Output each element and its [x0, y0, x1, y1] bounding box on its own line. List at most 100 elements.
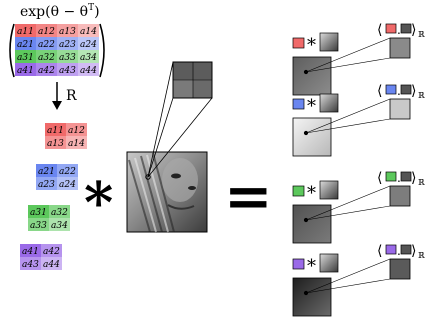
matrix-cell — [78, 63, 99, 76]
kernel-cell — [41, 257, 62, 270]
matrix-entry: a33 — [59, 53, 76, 63]
inner-product-patch — [400, 23, 412, 34]
response-image — [292, 204, 332, 244]
matrix-cell — [36, 37, 57, 50]
connector-line — [305, 57, 391, 73]
face-thumbnail — [319, 253, 339, 273]
inner-product-kernel — [385, 84, 397, 95]
kernel-cell — [49, 218, 70, 231]
bracket-close: ⟩ — [411, 170, 416, 186]
matrix-entry: a11 — [47, 126, 64, 136]
inner-product-kernel — [385, 23, 397, 34]
matrix-cell — [36, 63, 57, 76]
matrix-entry: a43 — [22, 260, 39, 270]
matrix-entry: a12 — [38, 27, 55, 37]
response-image — [292, 277, 332, 317]
bracket-close: ⟩ — [411, 83, 416, 99]
inner-product-dot: . — [397, 84, 401, 98]
matrix-cell — [78, 24, 99, 37]
matrix-cell — [78, 37, 99, 50]
small-star-operator: * — [307, 96, 316, 117]
connector-line — [305, 37, 391, 73]
patch-marker — [145, 174, 151, 180]
response-image — [292, 117, 332, 157]
matrix-entry: a22 — [38, 40, 55, 50]
matrix-entry: a34 — [80, 53, 97, 63]
face-thumbnail — [319, 180, 339, 200]
inner-product-patch — [400, 244, 412, 255]
connector-line — [305, 278, 391, 294]
bracket-close: ⟩ — [411, 22, 416, 38]
matrix-entry: a11 — [17, 27, 34, 37]
output-value-square — [389, 185, 411, 207]
output-value-square — [389, 258, 411, 280]
matrix-cell — [15, 63, 36, 76]
response-image — [292, 56, 332, 96]
matrix-entry: a32 — [38, 53, 55, 63]
real-subscript: ℝ — [418, 30, 425, 39]
output-value-square — [389, 37, 411, 59]
matrix-entry: a41 — [17, 66, 34, 76]
matrix-entry: a13 — [47, 139, 64, 149]
kernel-cell — [45, 136, 66, 149]
matrix-entry: a14 — [68, 139, 85, 149]
kernel-block: a11 a12 a13 a14 — [45, 123, 87, 149]
matrix-entry: a31 — [30, 208, 47, 218]
small-star-operator: * — [307, 256, 316, 277]
real-subscript: ℝ — [418, 91, 425, 100]
kernel-cell — [20, 257, 41, 270]
zoomed-patch — [172, 61, 213, 99]
matrix-entry: a12 — [68, 126, 85, 136]
connector-line — [305, 118, 391, 134]
matrix-entry: a22 — [59, 167, 76, 177]
kernel-cell — [28, 218, 49, 231]
matrix-cell — [36, 24, 57, 37]
inner-product-kernel — [385, 244, 397, 255]
matrix-entry: a41 — [22, 247, 39, 257]
response-row: *⟨.⟩ℝ — [292, 170, 425, 244]
kernel-cell — [66, 136, 87, 149]
response-row: *⟨.⟩ℝ — [292, 243, 425, 317]
matrix-entry: a23 — [59, 40, 76, 50]
matrix-entry: a21 — [17, 40, 34, 50]
response-row: *⟨.⟩ℝ — [292, 22, 425, 96]
connector-line — [305, 205, 391, 221]
matrix-entry: a33 — [30, 221, 47, 231]
bracket-close: ⟩ — [411, 243, 416, 259]
kernel-cell — [20, 244, 41, 257]
matrix-cell — [36, 50, 57, 63]
matrix-entry: a21 — [38, 167, 55, 177]
kernel-swatch — [292, 258, 305, 270]
inner-product-patch — [400, 171, 412, 182]
matrix-entry: a32 — [51, 208, 68, 218]
matrix-cell — [15, 37, 36, 50]
face-thumbnail — [319, 32, 339, 52]
inner-product-dot: . — [397, 244, 401, 258]
matrix-cell — [15, 50, 36, 63]
formula-label: exp(θ − θT) — [20, 3, 100, 20]
arrow-label: R — [66, 88, 77, 104]
equals-operator: = — [224, 162, 273, 230]
kernel-swatch — [292, 98, 305, 110]
matrix-entry: a44 — [80, 66, 97, 76]
matrix-cell — [78, 50, 99, 63]
output-value-square — [389, 98, 411, 120]
connector-line — [305, 98, 391, 134]
bracket-open: ⟨ — [377, 22, 382, 38]
matrix-entry: a31 — [17, 53, 34, 63]
inner-product-patch — [400, 84, 412, 95]
kernel-cell — [45, 123, 66, 136]
matrix-entry: a23 — [38, 180, 55, 190]
matrix-cell — [57, 37, 78, 50]
small-star-operator: * — [307, 183, 316, 204]
kernel-cell — [57, 164, 78, 177]
bracket-open: ⟨ — [377, 170, 382, 186]
inner-product-dot: . — [397, 23, 401, 37]
connector-line — [305, 185, 391, 221]
